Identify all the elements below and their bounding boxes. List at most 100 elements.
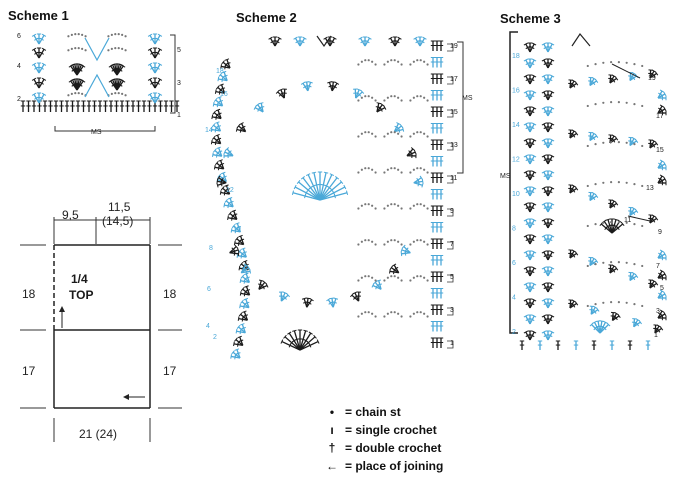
chain-stitch-dot (383, 135, 386, 138)
chain-stitch-dot (617, 100, 620, 104)
chain-stitch-dot (617, 260, 620, 264)
chain-stitch-dot (426, 171, 429, 174)
double-crochet-symbol (38, 64, 45, 74)
double-crochet-top (218, 159, 223, 162)
double-crochet-top (360, 89, 365, 94)
double-crochet-top (549, 330, 555, 334)
row-number: 17 (450, 76, 458, 83)
double-crochet-top (589, 322, 594, 327)
row-number: 4 (206, 323, 210, 330)
chain-stitch-dot (602, 181, 605, 184)
chain-stitch-dot (393, 311, 396, 314)
double-crochet-bar (307, 85, 312, 88)
chain-stitch-dot (70, 92, 73, 95)
chain-stitch-dot (357, 63, 360, 66)
chain-stitch-dot (386, 312, 389, 315)
double-crochet-symbol (33, 79, 40, 89)
row-bracket (447, 43, 454, 52)
double-crochet-bar (548, 334, 553, 338)
double-crochet-top (233, 341, 235, 347)
double-crochet-bar (220, 87, 226, 90)
double-crochet-symbol (611, 220, 621, 234)
double-crochet-top (599, 221, 604, 227)
double-crochet-top (157, 47, 163, 51)
double-crochet-top (259, 279, 264, 282)
double-crochet-top (223, 202, 226, 208)
double-crochet-bar (333, 193, 336, 199)
double-crochet-top (275, 89, 280, 94)
double-crochet-top (389, 269, 391, 274)
double-crochet-bar (236, 226, 241, 229)
double-crochet-bar (530, 142, 535, 146)
double-crochet-top (523, 330, 529, 334)
chain-stitch-dot (117, 33, 120, 36)
chain-stitch-dot (426, 135, 429, 138)
double-crochet-bar (571, 188, 576, 193)
double-crochet-symbol (33, 64, 40, 74)
double-crochet-bar (548, 254, 553, 258)
scheme1-row-label: 5 (177, 47, 181, 54)
chain-stitch-dot (81, 33, 84, 36)
double-crochet-top (541, 218, 547, 222)
double-crochet-symbol (299, 336, 316, 351)
double-crochet-top (240, 323, 245, 326)
chain-stitch-dot (107, 35, 110, 38)
chain-stitch-dot (625, 61, 628, 64)
double-crochet-top (227, 197, 233, 200)
chain-stitch-dot (416, 95, 419, 98)
double-crochet-top (523, 74, 529, 78)
double-crochet-bar (118, 68, 123, 72)
double-crochet-symbol (149, 64, 156, 74)
double-crochet-top (239, 291, 242, 296)
double-crochet-top (531, 58, 537, 62)
double-crochet-top (549, 202, 555, 206)
chain-stitch-dot (419, 95, 422, 98)
row-number: 18 (216, 68, 224, 75)
row-number: 6 (512, 260, 516, 267)
double-crochet-top (541, 266, 547, 270)
legend-label: = double crochet (345, 441, 442, 455)
chain-stitch-dot (400, 207, 403, 210)
chain-stitch-dot (416, 59, 419, 62)
double-crochet-top (541, 90, 547, 94)
double-crochet-top (523, 202, 529, 206)
double-crochet-top (225, 147, 230, 151)
double-crochet-symbol (154, 64, 161, 74)
double-crochet-top (334, 176, 340, 180)
scheme1-title: Scheme 1 (8, 8, 69, 23)
chain-stitch-dot (367, 275, 370, 278)
double-crochet-top (327, 81, 332, 84)
row-number: 5 (660, 285, 664, 292)
double-crochet-top (410, 147, 415, 151)
double-crochet-bar (39, 66, 44, 70)
double-crochet-top (308, 331, 313, 335)
double-crochet-symbol (319, 177, 338, 201)
double-crochet-top (614, 136, 619, 141)
double-crochet-top (305, 173, 311, 177)
double-crochet-top (221, 60, 225, 65)
chain-stitch-dot (374, 207, 377, 210)
double-crochet-symbol (288, 332, 301, 351)
double-crochet-top (531, 154, 537, 158)
legend-item: † = double crochet (323, 439, 443, 457)
double-crochet-symbol (298, 181, 321, 201)
chain-stitch-dot (423, 60, 426, 63)
double-crochet-top (541, 170, 547, 174)
chain-stitch-dot (419, 203, 422, 206)
double-crochet-bar (330, 40, 335, 44)
double-crochet-top (157, 77, 163, 81)
double-crochet-symbol (599, 324, 609, 334)
double-crochet-bar (548, 62, 553, 66)
chain-stitch-dot (400, 99, 403, 102)
dim-left-lower: 17 (22, 364, 36, 378)
double-crochet-top (211, 152, 214, 157)
chain-stitch-dot (383, 99, 386, 102)
double-crochet-top (234, 348, 240, 351)
double-crochet-top (659, 89, 665, 93)
chain-stitch-dot (74, 33, 77, 36)
double-crochet-top (255, 103, 260, 107)
chain-stitch-dot (641, 144, 644, 148)
row-number: 9 (450, 208, 454, 215)
chain-stitch-dot (416, 239, 419, 242)
double-crochet-top (574, 251, 579, 256)
